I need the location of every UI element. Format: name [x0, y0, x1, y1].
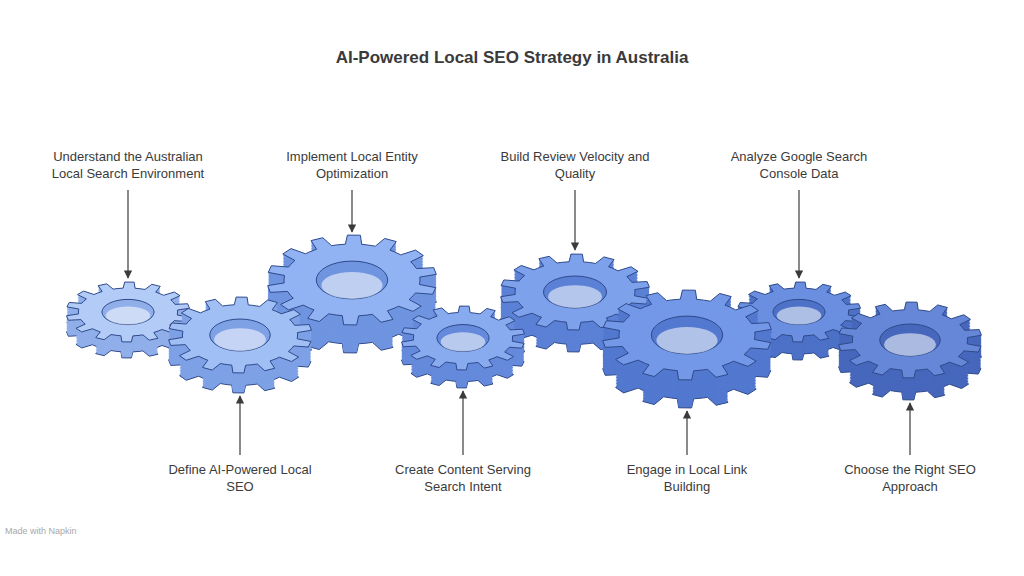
- leader-arrow: [351, 190, 352, 232]
- gear-shape: [166, 295, 314, 395]
- leader-arrow: [798, 190, 799, 278]
- leader-arrow: [686, 411, 687, 455]
- leader-arrow: [462, 391, 463, 455]
- gear-label: Engage in Local Link Building: [602, 461, 772, 495]
- gear-label: Define AI-Powered Local SEO: [160, 461, 320, 495]
- gear-label: Build Review Velocity and Quality: [488, 148, 663, 182]
- leader-arrow: [909, 403, 910, 455]
- gear-label: Implement Local Entity Optimization: [265, 148, 440, 182]
- gear-label: Create Content Serving Search Intent: [376, 461, 551, 495]
- gear-label: Analyze Google Search Console Data: [712, 148, 887, 182]
- gear: Define AI-Powered Local SEO: [166, 295, 314, 395]
- diagram-title: AI-Powered Local SEO Strategy in Austral…: [0, 48, 1024, 68]
- gear: Choose the Right SEO Approach: [836, 300, 984, 402]
- gear-shape: [600, 288, 774, 410]
- gear: Engage in Local Link Building: [600, 288, 774, 410]
- leader-arrow: [574, 190, 575, 250]
- leader-arrow: [127, 190, 128, 278]
- gear: Create Content Serving Search Intent: [399, 304, 527, 390]
- leader-arrow: [239, 396, 240, 455]
- gear-label: Choose the Right SEO Approach: [825, 461, 995, 495]
- gear-shape: [836, 300, 984, 402]
- gear-shape: [399, 304, 527, 390]
- gear-label: Understand the Australian Local Search E…: [38, 148, 218, 182]
- watermark-text: Made with Napkin: [5, 526, 77, 536]
